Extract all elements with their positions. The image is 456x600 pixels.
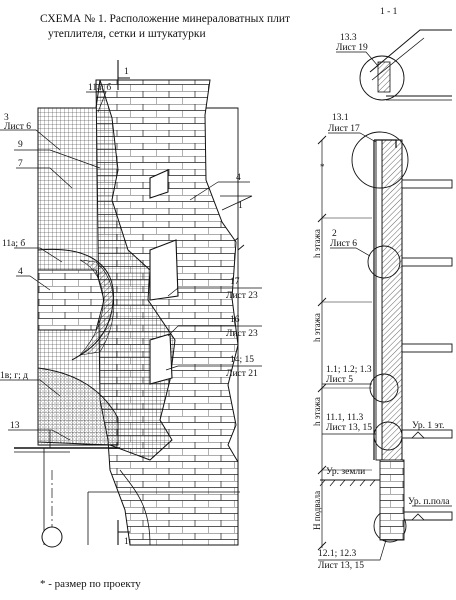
label-4-left: 4 — [18, 267, 23, 277]
insulation-mesh — [37, 79, 176, 461]
section-view: 1 - 1 — [312, 7, 453, 571]
brick-patch-left — [37, 269, 105, 331]
dimension-extensions — [322, 217, 372, 471]
title-line-2: утеплителя, сетки и штукатурки — [48, 28, 206, 40]
parapet — [374, 139, 397, 148]
floor-slabs — [401, 179, 453, 521]
ground-hatch — [319, 479, 376, 487]
fastener-plate-2 — [149, 239, 179, 301]
section-cut-bottom — [117, 520, 130, 545]
label-list17: Лист 17 — [328, 124, 360, 134]
dim-h-podvala: H подвала — [312, 491, 322, 530]
dim-h-etazha-1: h этажа — [312, 229, 322, 258]
label-list13-15-b: Лист 13, 15 — [318, 561, 364, 571]
mesh-curve-inner — [79, 259, 115, 356]
callout-circle-4 — [373, 421, 403, 451]
level-marker-pola — [411, 513, 425, 521]
label-3: 3 — [4, 113, 9, 123]
label-list13-15-a: Лист 13, 15 — [326, 423, 372, 433]
label-list23-b: Лист 23 — [226, 329, 258, 339]
axis-bubble — [41, 526, 63, 548]
label-9: 9 — [18, 140, 23, 150]
fastener-plate-1 — [149, 169, 169, 199]
label-7: 7 — [18, 159, 23, 169]
label-list23-a: Лист 23 — [226, 291, 258, 301]
label-16: 16 — [230, 315, 240, 325]
section-mark-bottom: 1 — [124, 537, 129, 547]
label-list21: Лист 21 — [226, 369, 258, 379]
label-list5: Лист 5 — [326, 375, 353, 385]
label-list6-a: Лист 6 — [4, 122, 31, 132]
label-2: 2 — [332, 229, 337, 239]
label-ur-zemli: Ур. земли — [326, 467, 365, 477]
label-11ab-mid: 11а; б — [2, 238, 25, 249]
section-mark-top: 1 — [124, 67, 129, 77]
glue-area — [37, 367, 119, 446]
fastener-plate-3 — [149, 333, 173, 385]
basement-wall — [379, 459, 405, 541]
label-11-1-11-3: 11.1, 11.3 — [326, 413, 364, 423]
label-17: 17 — [230, 277, 240, 287]
section-title: 1 - 1 — [380, 7, 398, 17]
label-1: 1 — [238, 201, 243, 211]
foundation-curve — [119, 469, 151, 546]
label-4-right: 4 — [236, 173, 241, 183]
label-13-1: 13.1 — [332, 113, 349, 123]
level-marker-1et — [411, 431, 425, 439]
label-11ab-top: 11а; б — [88, 82, 111, 93]
leaders-section — [318, 51, 452, 561]
label-13-3: 13.3 — [340, 33, 357, 43]
label-14-15: 14; 15 — [230, 355, 254, 365]
elevation-view: 1 1 11а; б 3 Лист 6 9 7 4 1 11а; б — [0, 60, 262, 548]
callout-circle-2 — [367, 245, 401, 279]
dimension-star: * — [320, 162, 325, 172]
label-list6-b: Лист 6 — [330, 239, 357, 249]
callout-circle-top — [351, 131, 409, 189]
footnote: * - размер по проекту — [40, 578, 141, 590]
leaders-elevation — [0, 91, 262, 441]
label-13: 13 — [10, 421, 20, 431]
callout-circle-roof — [359, 55, 405, 101]
roof-block — [377, 61, 391, 93]
section-cut-top — [117, 60, 130, 90]
dim-h-etazha-2: h этажа — [312, 313, 322, 342]
title-line-1: СХЕМА № 1. Расположение минераловатных п… — [40, 13, 291, 25]
label-1vgd: 1в; г; д — [0, 371, 28, 381]
dim-h-etazha-3: h этажа — [312, 397, 322, 426]
label-12-1-12-3: 12.1; 12.3 — [318, 549, 357, 559]
diagram-title: СХЕМА № 1. Расположение минераловатных п… — [40, 12, 290, 42]
label-1-1-1-2-1-3: 1.1; 1.2; 1.3 — [326, 365, 372, 375]
label-list19: Лист 19 — [336, 43, 368, 53]
foundation-step — [87, 491, 240, 545]
roof-line — [369, 29, 452, 73]
label-ur-1et: Ур. 1 эт. — [412, 421, 444, 431]
label-ur-pola: Ур. п.пола — [408, 497, 450, 507]
